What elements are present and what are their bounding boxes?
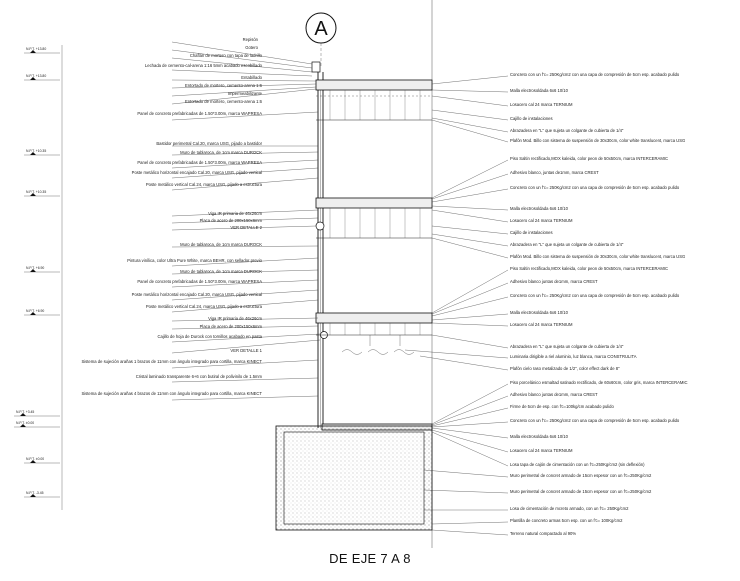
left-label: Poste metálico vertical Cal.24, marca US… — [146, 304, 263, 309]
facade-column — [311, 61, 328, 428]
right-label: Plafón Mod. Billo con sistema de suspens… — [510, 138, 685, 143]
left-label: Muro de tablaroca, de 1cm marca DUROCK — [180, 150, 262, 155]
left-label: Panel de concreto prefabricadas de 1.50*… — [137, 111, 262, 116]
slab-level-1 — [315, 79, 433, 121]
right-label: Piso Saltin rectificado,MOX kaleida, col… — [510, 266, 668, 271]
right-label: Losacero cal 24 marca TERNIUM — [510, 102, 573, 107]
right-label: Losacero cal 24 marca TERNIUM — [510, 322, 573, 327]
left-label: Sistema de sujeción arañas 4 brazos de 1… — [81, 391, 262, 396]
left-label: Poste metálico horizontal encajado Cal.2… — [132, 170, 262, 175]
right-label: Concreto con un f'c= 250Kg/cm2 con una c… — [510, 293, 680, 298]
right-label: Plafón Mod. Billo con sistema de suspens… — [510, 254, 685, 259]
right-label: Cajillo de instalaciones — [510, 230, 553, 235]
left-label: Impermeabilizante — [228, 91, 263, 96]
left-label: Cristal laminado transparente 6+6 con bu… — [136, 374, 263, 379]
level-label: N.P.T. -3.45 — [26, 491, 44, 495]
level-markers: N.P.T. +13.80 N.P.T. +13.80 N.P.T. +10.3… — [14, 45, 63, 510]
left-label: Entortado de mortero, cemento-arena 1:6 — [185, 83, 263, 88]
left-label: Pintura vinílica, color Ultra Pure White… — [127, 258, 262, 263]
left-label: Placa de acero de 200x150x6mm — [200, 218, 263, 223]
left-label: Entortado de mortero, cemento-arena 1:6 — [185, 99, 263, 104]
right-label: Malla electrosoldada 6x6 10/10 — [510, 434, 569, 439]
level-label: N.P.T. +10.35 — [26, 190, 46, 194]
right-label: Abrazadera en "L" que sujeta un colgante… — [510, 344, 624, 349]
right-label: Adhesivo blanco, juntas de1mm, marca CRE… — [510, 170, 599, 175]
right-label: Concreto con un f'c= 250Kg/cm2 con una c… — [510, 72, 680, 77]
level-label: N.P.T. +13.80 — [26, 74, 46, 78]
right-label: Malla electrosoldada 6x6 10/10 — [510, 206, 569, 211]
left-label: Poste metálico vertical Cal.24, marca US… — [146, 182, 263, 187]
left-label: Lechada de cemento-cal-arena 1:16 5mm ac… — [145, 63, 263, 68]
right-annotations: Concreto con un f'c= 250Kg/cm2 con una c… — [404, 72, 688, 536]
left-label: Chaflán de mortero con tapa de ladrillo — [190, 53, 263, 58]
left-label: Muro de tablaroca, de 1cm marca DUROCK — [180, 269, 262, 274]
right-label: Plafón cielo raso metalizado de 1/2", co… — [510, 366, 620, 371]
left-label: Placa de acero de 200x150x6mm — [200, 324, 263, 329]
right-label: Piso Saltin rectificado,MOX kaleida, col… — [510, 156, 668, 161]
right-label: Firme de 5cm de esp. con f'c=100kg/cm ac… — [510, 404, 614, 409]
right-label: Losacero cal 24 marca TERNIUM — [510, 218, 573, 223]
level-label: N.P.T. +13.80 — [26, 47, 46, 51]
left-label: Viga IR primaria de 46x26cm — [208, 316, 262, 321]
right-label: Losacero cal 24 marca TERNIUM — [510, 448, 573, 453]
level-label: N.P.T. +6.90 — [26, 266, 44, 270]
right-label: Concreto con un f'c= 250Kg/cm2 con una c… — [510, 185, 680, 190]
left-label: VER DETALLE 1 — [230, 348, 262, 353]
left-label: Poste metálico horizontal encajado Cal.2… — [132, 292, 262, 297]
left-label: Gotero — [245, 45, 258, 50]
right-label: Muro perimetral de concret armado de 15c… — [510, 473, 652, 478]
right-label: Abrazadera en "L" que sujeta un colgante… — [510, 128, 624, 133]
left-label: Bastidor perimetral Cal.20, marca USG, p… — [156, 141, 262, 146]
foundation — [275, 425, 433, 531]
axis-marker: A — [305, 12, 337, 68]
left-label: Entabillado — [241, 75, 262, 80]
left-label: VER DETALLE 2 — [230, 225, 262, 230]
right-label: Concreto con un f'c= 250Kg/cm2 con una c… — [510, 418, 680, 423]
right-label: Malla electrosoldada 6x6 10/10 — [510, 310, 569, 315]
left-label: Cajillo de hoja de Durock con tornillos … — [157, 334, 262, 339]
right-label: Adhesivo blanco juntas de1mm, marca CRES… — [510, 279, 598, 284]
right-label: Losa tapa de cajón de cimentación con un… — [510, 462, 645, 467]
left-label: Panel de concreto prefabricadas de 1.50*… — [137, 279, 262, 284]
left-label: Repisón — [243, 37, 259, 42]
right-label: Terreno natural compactado al 90% — [510, 531, 576, 536]
left-annotations: Repisón Gotero Chaflán de mortero con ta… — [81, 37, 321, 401]
level-label: N.P.T. ±0.00 — [26, 457, 44, 461]
section-title: DE EJE 7 A 8 — [329, 551, 411, 566]
level-label: N.P.T. +3.45 — [16, 410, 34, 414]
slab-level-2 — [315, 197, 433, 239]
level-label: N.P.T. +6.90 — [26, 309, 44, 313]
left-label: Muro de tablaroca, de 1cm marca DUROCK — [180, 242, 262, 247]
right-label: Luminaria dirigible a riel aluminio, luz… — [510, 354, 637, 359]
level-label: N.P.T. ±0.00 — [16, 421, 34, 425]
left-label: Panel de concreto prefabricadas de 1.50*… — [137, 160, 262, 165]
right-label: Malla electrosoldada 6x6 10/10 — [510, 88, 569, 93]
level-label: N.P.T. +10.35 — [26, 149, 46, 153]
right-label: Adhesivo blanco juntas de1mm, marca CRES… — [510, 392, 598, 397]
right-label: Plantilla de concreto armas 5cm esp. con… — [510, 518, 623, 523]
right-label: Cajillo de instalaciones — [510, 116, 553, 121]
slab-level-3 — [315, 312, 433, 355]
right-label: Abrazadera en "L" que sujeta un colgante… — [510, 242, 624, 247]
right-label: Losa de cimentación de mcreto armado, co… — [510, 506, 629, 511]
right-label: Muro perimetral de concret armado de 15c… — [510, 489, 652, 494]
left-label: Sistema de sujeción arañas 1 brazos de 1… — [81, 359, 262, 364]
right-label: Piso porcelánico esmaltad satinado recti… — [510, 380, 688, 385]
axis-marker-label: A — [314, 18, 328, 40]
